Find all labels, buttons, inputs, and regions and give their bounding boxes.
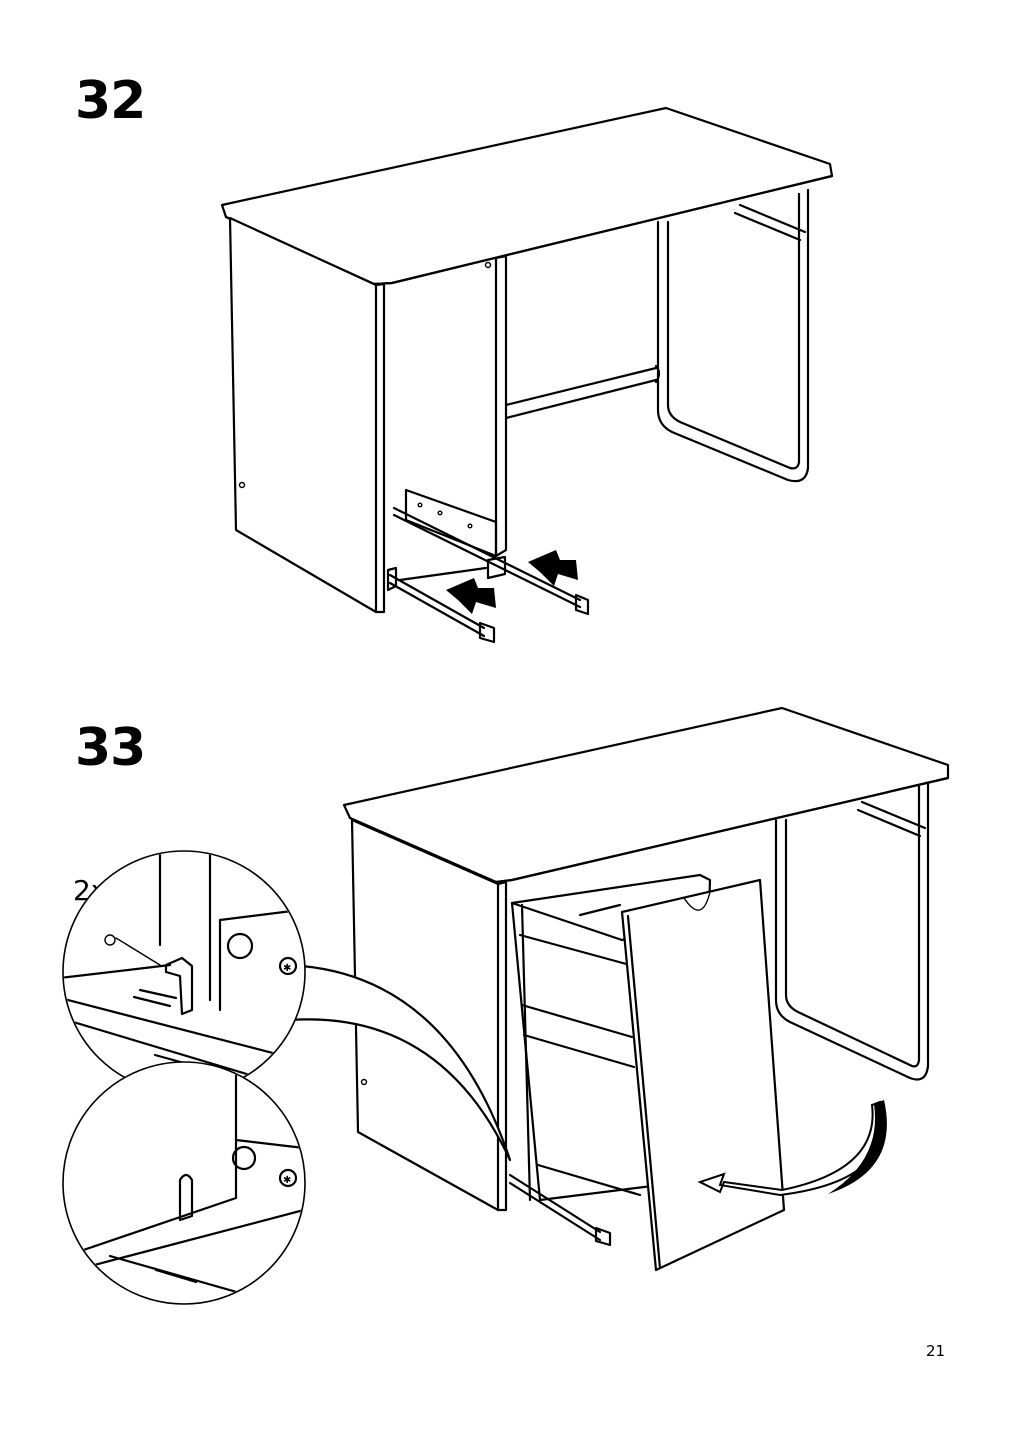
step-number-33: 33	[75, 718, 146, 778]
svg-text:✱: ✱	[283, 963, 291, 974]
desk-illustration-step-33	[342, 706, 950, 1272]
page-number: 21	[926, 1342, 946, 1360]
desk-illustration-step-32	[220, 106, 834, 644]
zoom-connector	[288, 964, 512, 1162]
step-number-32: 32	[75, 71, 146, 131]
detail-circle-top: ✱	[62, 850, 306, 1094]
svg-text:✱: ✱	[283, 1175, 291, 1186]
detail-circle-bottom: ✱	[62, 1061, 306, 1305]
